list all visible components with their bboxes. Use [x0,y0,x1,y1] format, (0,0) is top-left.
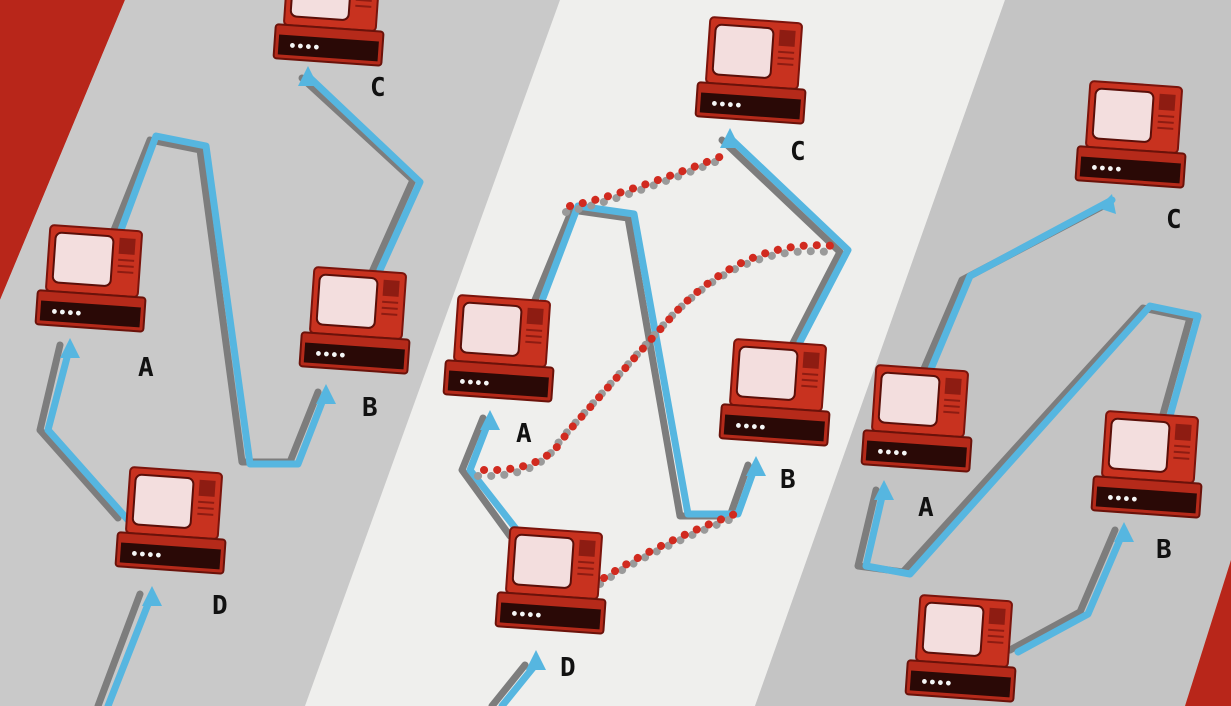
computer-icon [299,266,414,373]
computer-icon [35,224,150,331]
node-label-b: B [1156,535,1172,565]
computer-icon [273,0,388,66]
computer-icon [443,294,558,401]
node-label-b: B [362,393,378,423]
computer-icon [1091,410,1206,517]
node-label-a: A [918,493,934,523]
node-label-a: A [138,353,154,383]
computer-icon [115,466,230,573]
node-label-d: D [560,653,576,683]
node-label-c: C [1166,205,1182,235]
node-label-d: D [212,591,228,621]
computer-icon [719,338,834,445]
computer-icon [861,364,976,471]
computer-icon [1075,80,1190,187]
node-label-c: C [790,137,806,167]
node-label-b: B [780,465,796,495]
computer-icon [695,16,810,123]
computer-icon [495,526,610,633]
node-label-c: C [370,73,386,103]
node-label-a: A [516,419,532,449]
computer-icon [905,594,1020,701]
